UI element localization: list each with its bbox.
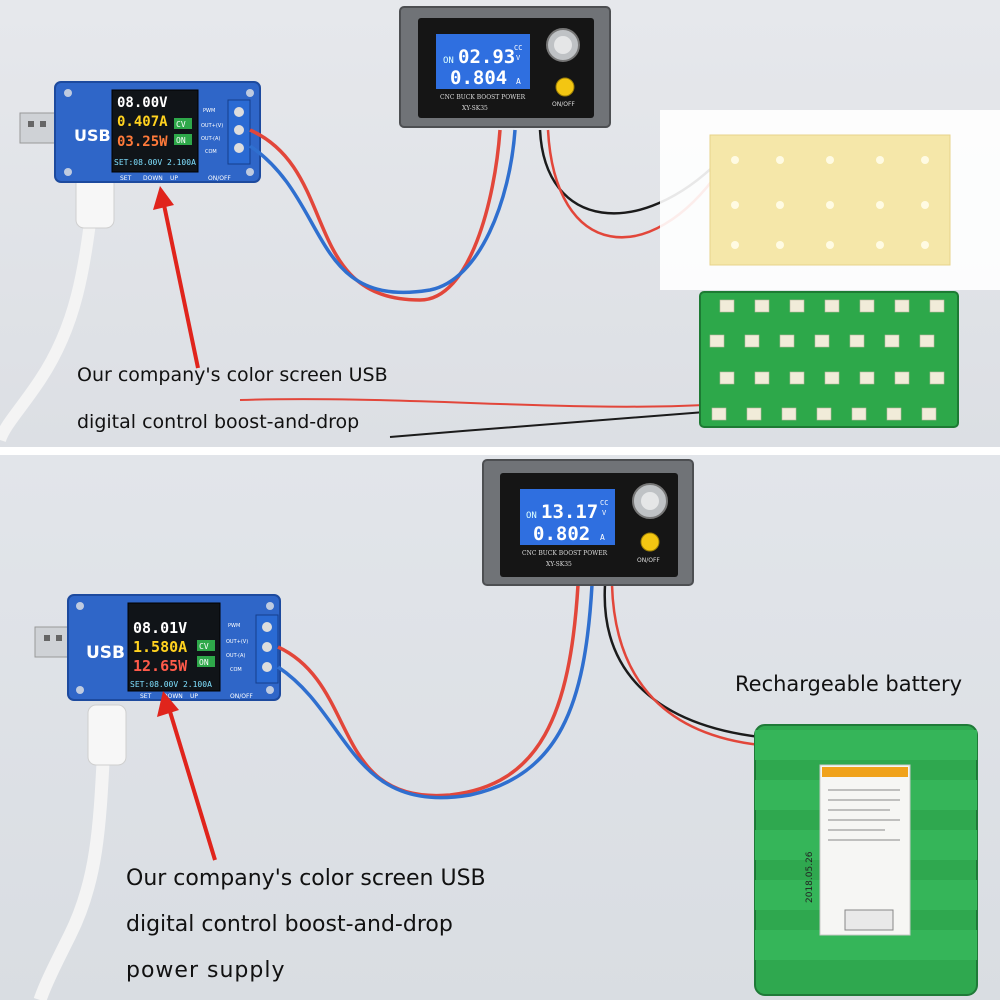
usb-current-readout: 1.580A (133, 638, 187, 656)
buck-unit-a: A (600, 533, 605, 542)
usb-c-plug (87, 704, 127, 766)
battery-pack: 2018.05.26 (754, 724, 978, 996)
terminal-outa-label: OUT-(A) (226, 653, 245, 659)
wire-red-2 (610, 584, 761, 747)
usb-module-top: USB 08.00V 0.407A 03.25W SET:08.00V 2.10… (54, 81, 261, 183)
arrow-top-head (153, 186, 174, 210)
usb-a-plug (19, 112, 61, 144)
green-led-pcb (699, 291, 959, 428)
battery-date-label: 2018.05.26 (805, 851, 815, 903)
button-down-label: DOWN (143, 175, 163, 182)
button-up-label: UP (170, 175, 178, 182)
top-caption-line-2: digital control boost-and-drop (77, 411, 360, 433)
top-scene: USB 08.00V 0.407A 03.25W SET:08.00V 2.10… (0, 6, 1000, 443)
usb-mode-badge-cv: CV (176, 120, 186, 129)
buck-voltage-readout: 02.93 (458, 46, 515, 68)
usb-mode-badge-on: ON (199, 658, 209, 667)
arrow-bottom-head (157, 691, 179, 717)
bottom-caption-line-1: Our company's color screen USB (126, 866, 486, 891)
button-set-label: SET (120, 175, 132, 182)
glowing-led-panel (660, 110, 1000, 290)
buck-power-label: ON/OFF (637, 557, 660, 564)
usb-voltage-readout: 08.01V (133, 619, 187, 637)
battery-caption: Rechargeable battery (735, 672, 963, 696)
buck-unit-v: V (602, 509, 607, 517)
bottom-caption-line-3: power supply (126, 958, 286, 983)
buck-model-label: XY-SK35 (462, 105, 488, 112)
terminal-outv-label: OUT+(V) (226, 639, 248, 645)
wire-black-1 (603, 584, 761, 739)
top-caption-line-1: Our company's color screen USB (77, 364, 388, 386)
usb-setting-readout: SET:08.00V 2.100A (114, 158, 196, 167)
arrow-top-line (161, 199, 200, 369)
buck-unit-cc: CC (514, 44, 522, 52)
usb-mode-badge-on: ON (176, 136, 186, 145)
arrow-bottom-line (166, 704, 217, 861)
terminal-pwm-label: PWM (228, 623, 240, 629)
wire-red-1 (249, 128, 502, 302)
buck-power-label: ON/OFF (552, 101, 575, 108)
terminal-pwm-label: PWM (203, 108, 215, 114)
button-onoff-label: ON/OFF (208, 175, 231, 182)
usb-setting-readout: SET:08.00V 2.100A (130, 680, 212, 689)
buck-voltage-readout: 13.17 (541, 501, 598, 523)
terminal-com-label: COM (205, 149, 217, 155)
terminal-outv-label: OUT+(V) (201, 123, 223, 129)
buck-boost-module-top: ON 02.93 CC V 0.804 A CNC BUCK BOOST POW… (399, 6, 611, 128)
button-down-label: DOWN (163, 693, 183, 700)
usb-cable (0, 184, 101, 443)
wire-red-1 (277, 584, 580, 798)
bottom-scene: USB 08.01V 1.580A 12.65W SET:08.00V 2.10… (33, 459, 978, 1000)
wire-black-2 (389, 411, 706, 438)
buck-model-label: XY-SK35 (546, 561, 572, 568)
top-photo-panel: USB 08.00V 0.407A 03.25W SET:08.00V 2.10… (0, 0, 1000, 447)
buck-current-readout: 0.804 (450, 67, 507, 89)
usb-module-bottom: USB 08.01V 1.580A 12.65W SET:08.00V 2.10… (67, 594, 281, 701)
usb-voltage-readout: 08.00V (117, 95, 168, 111)
bottom-caption-line-2: digital control boost-and-drop (126, 912, 453, 937)
terminal-outa-label: OUT-(A) (201, 136, 220, 142)
bottom-photo-panel: USB 08.01V 1.580A 12.65W SET:08.00V 2.10… (0, 455, 1000, 1000)
buck-unit-a: A (516, 77, 521, 86)
buck-on-label: ON (443, 56, 454, 66)
buck-power-button[interactable] (640, 532, 660, 552)
buck-title-label: CNC BUCK BOOST POWER (440, 94, 526, 101)
buck-power-button[interactable] (555, 77, 575, 97)
button-up-label: UP (190, 693, 198, 700)
buck-boost-module-bottom: ON 13.17 CC V 0.802 A CNC BUCK BOOST POW… (482, 459, 694, 586)
usb-power-readout: 03.25W (117, 134, 168, 150)
buck-current-readout: 0.802 (533, 523, 590, 545)
buck-on-label: ON (526, 511, 537, 521)
wire-blue-1 (249, 129, 517, 294)
panel-divider (0, 447, 1000, 455)
usb-current-readout: 0.407A (117, 114, 168, 130)
button-set-label: SET (140, 693, 152, 700)
wire-red-3 (239, 398, 706, 408)
terminal-com-label: COM (230, 667, 242, 673)
button-onoff-label: ON/OFF (230, 693, 253, 700)
wire-blue-1 (277, 584, 594, 800)
usb-power-readout: 12.65W (133, 657, 188, 675)
usb-brand-label: USB (74, 126, 111, 145)
buck-unit-v: V (516, 54, 521, 62)
buck-unit-cc: CC (600, 499, 608, 507)
usb-brand-label: USB (86, 643, 125, 663)
usb-mode-badge-cv: CV (199, 642, 209, 651)
usb-cable (33, 724, 112, 1000)
buck-title-label: CNC BUCK BOOST POWER (522, 550, 608, 557)
